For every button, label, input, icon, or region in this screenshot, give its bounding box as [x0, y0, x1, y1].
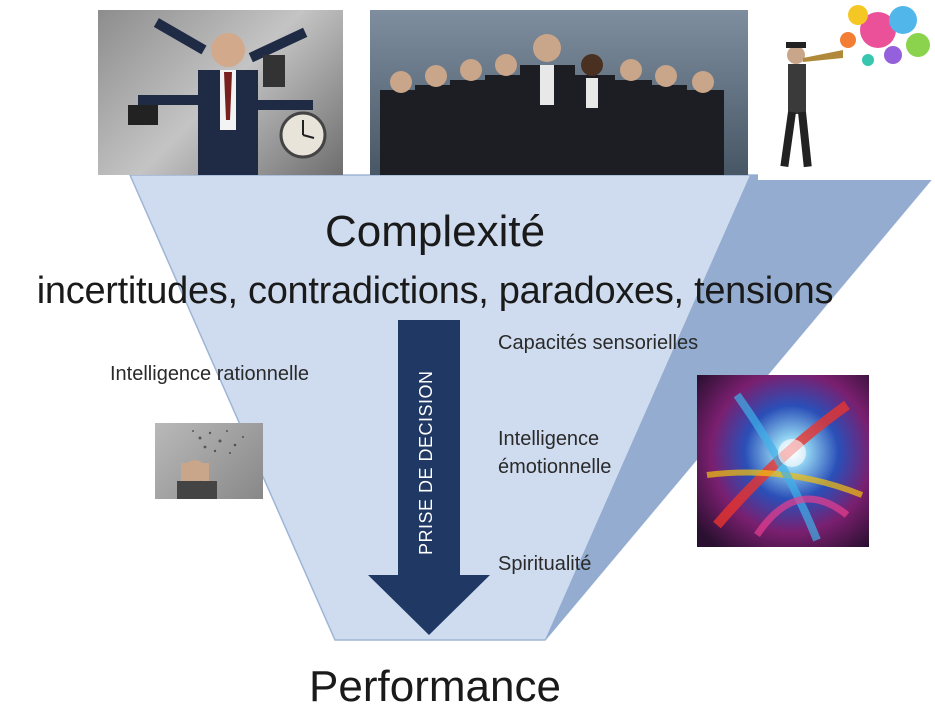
business-team-image	[370, 10, 748, 175]
abstract-painting-image	[697, 375, 869, 547]
trumpet-player-image	[758, 0, 935, 180]
decision-arrow-label: PRISE DE DECISION	[416, 370, 436, 555]
label-spirituality: Spiritualité	[498, 553, 592, 575]
label-rational-intelligence: Intelligence rationnelle	[110, 363, 310, 385]
decision-arrow	[368, 320, 490, 635]
complexity-title: Complexité	[324, 207, 546, 256]
stressed-thinker-image	[155, 423, 263, 499]
multitasking-businessman-image	[98, 10, 343, 175]
label-emotional-intelligence: Intelligence émotionnelle	[498, 428, 612, 478]
label-sensory-capacities: Capacités sensorielles	[498, 332, 699, 354]
performance-label: Performance	[309, 662, 561, 711]
complexity-subtitle: incertitudes, contradictions, paradoxes,…	[36, 270, 834, 312]
